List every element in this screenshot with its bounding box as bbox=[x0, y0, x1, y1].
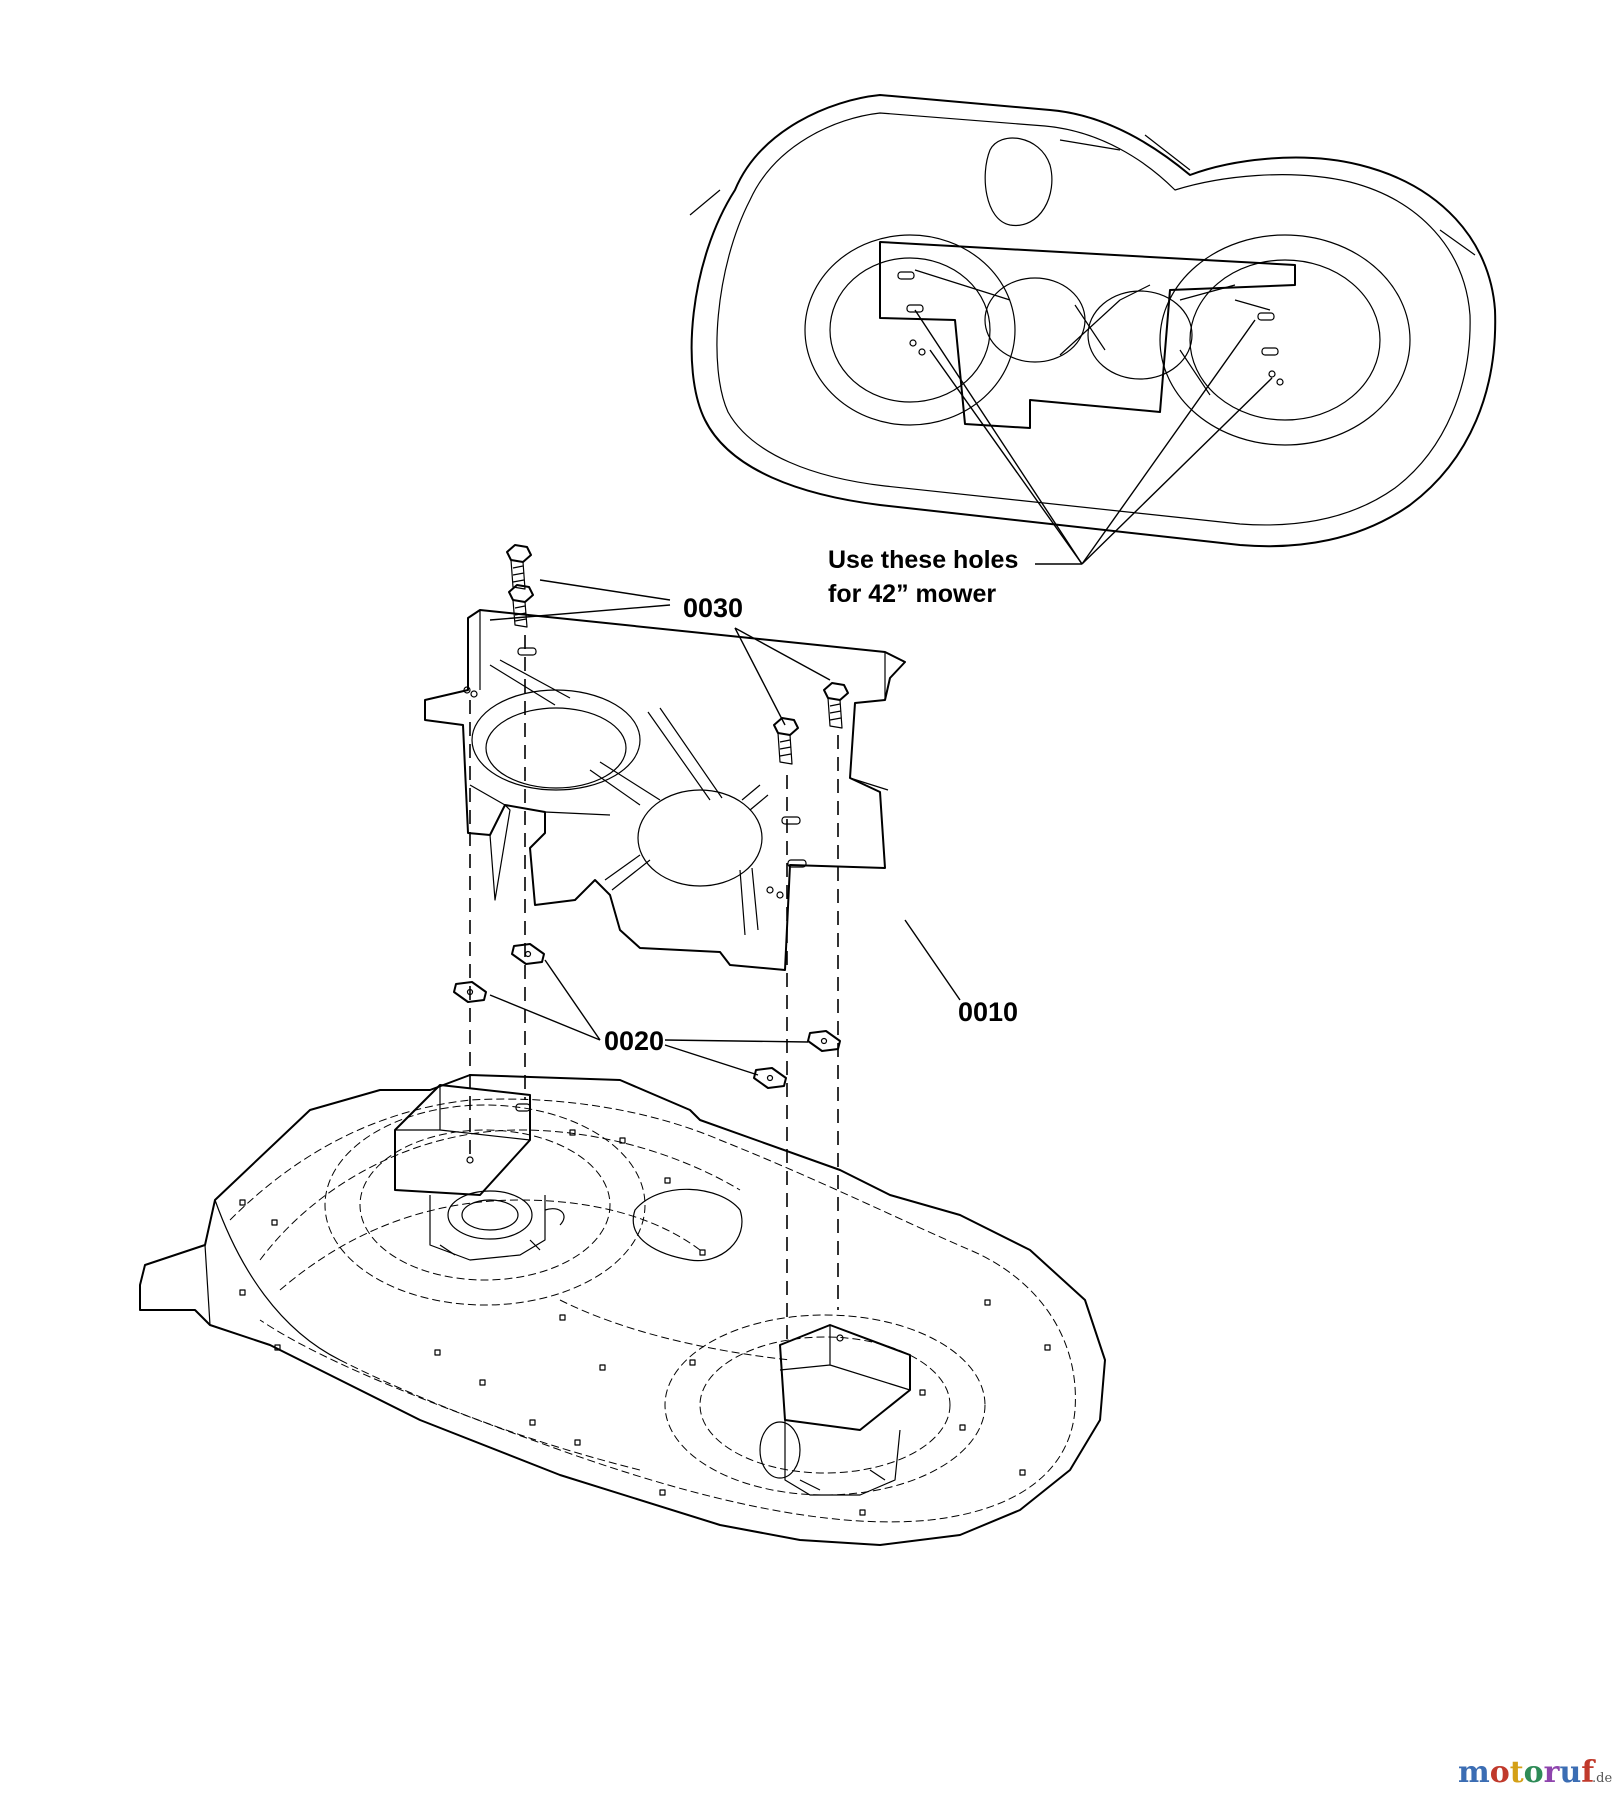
bolt bbox=[508, 584, 534, 628]
shield-pulley-hole-left bbox=[471, 689, 641, 791]
note-leader-lines bbox=[914, 309, 1273, 565]
watermark-letter: o bbox=[1490, 1755, 1510, 1790]
watermark-letter: t bbox=[1510, 1755, 1524, 1790]
watermark-letter: m bbox=[1458, 1755, 1490, 1790]
inset-deck-view: Use these holes for 42” mower bbox=[689, 94, 1497, 608]
watermark-letter: o bbox=[1524, 1755, 1544, 1790]
callout-leaders bbox=[489, 579, 961, 1076]
watermark-letter: f bbox=[1581, 1755, 1596, 1790]
belt-shield bbox=[424, 609, 906, 971]
bolt bbox=[823, 682, 849, 729]
spindle-left bbox=[394, 1084, 565, 1261]
shield-pulley-hole-right bbox=[637, 789, 763, 887]
clip-nuts bbox=[453, 943, 841, 1089]
callout-0010: 0010 bbox=[958, 997, 1018, 1027]
shield-bolt-holes bbox=[463, 647, 807, 899]
note-line-1: Use these holes bbox=[828, 546, 1018, 574]
note-line-2: for 42” mower bbox=[828, 580, 996, 608]
bolt bbox=[773, 717, 799, 765]
bolt-fasteners bbox=[506, 544, 849, 765]
watermark-suffix: .de bbox=[1592, 1771, 1612, 1786]
bolt bbox=[506, 544, 532, 590]
alignment-lines bbox=[469, 635, 839, 1345]
callout-0020: 0020 bbox=[604, 1026, 664, 1056]
svg-text:motoruf: motoruf bbox=[1458, 1755, 1596, 1790]
callout-0030: 0030 bbox=[683, 593, 743, 623]
spindle-right bbox=[759, 1324, 911, 1496]
watermark-letter: r bbox=[1544, 1755, 1561, 1790]
watermark-logo: motoruf .de bbox=[1458, 1755, 1612, 1790]
watermark-letter: u bbox=[1559, 1755, 1581, 1790]
mower-deck bbox=[139, 1074, 1106, 1546]
alt-hole-markers bbox=[897, 271, 1284, 386]
deck-rivets bbox=[239, 1129, 1051, 1516]
